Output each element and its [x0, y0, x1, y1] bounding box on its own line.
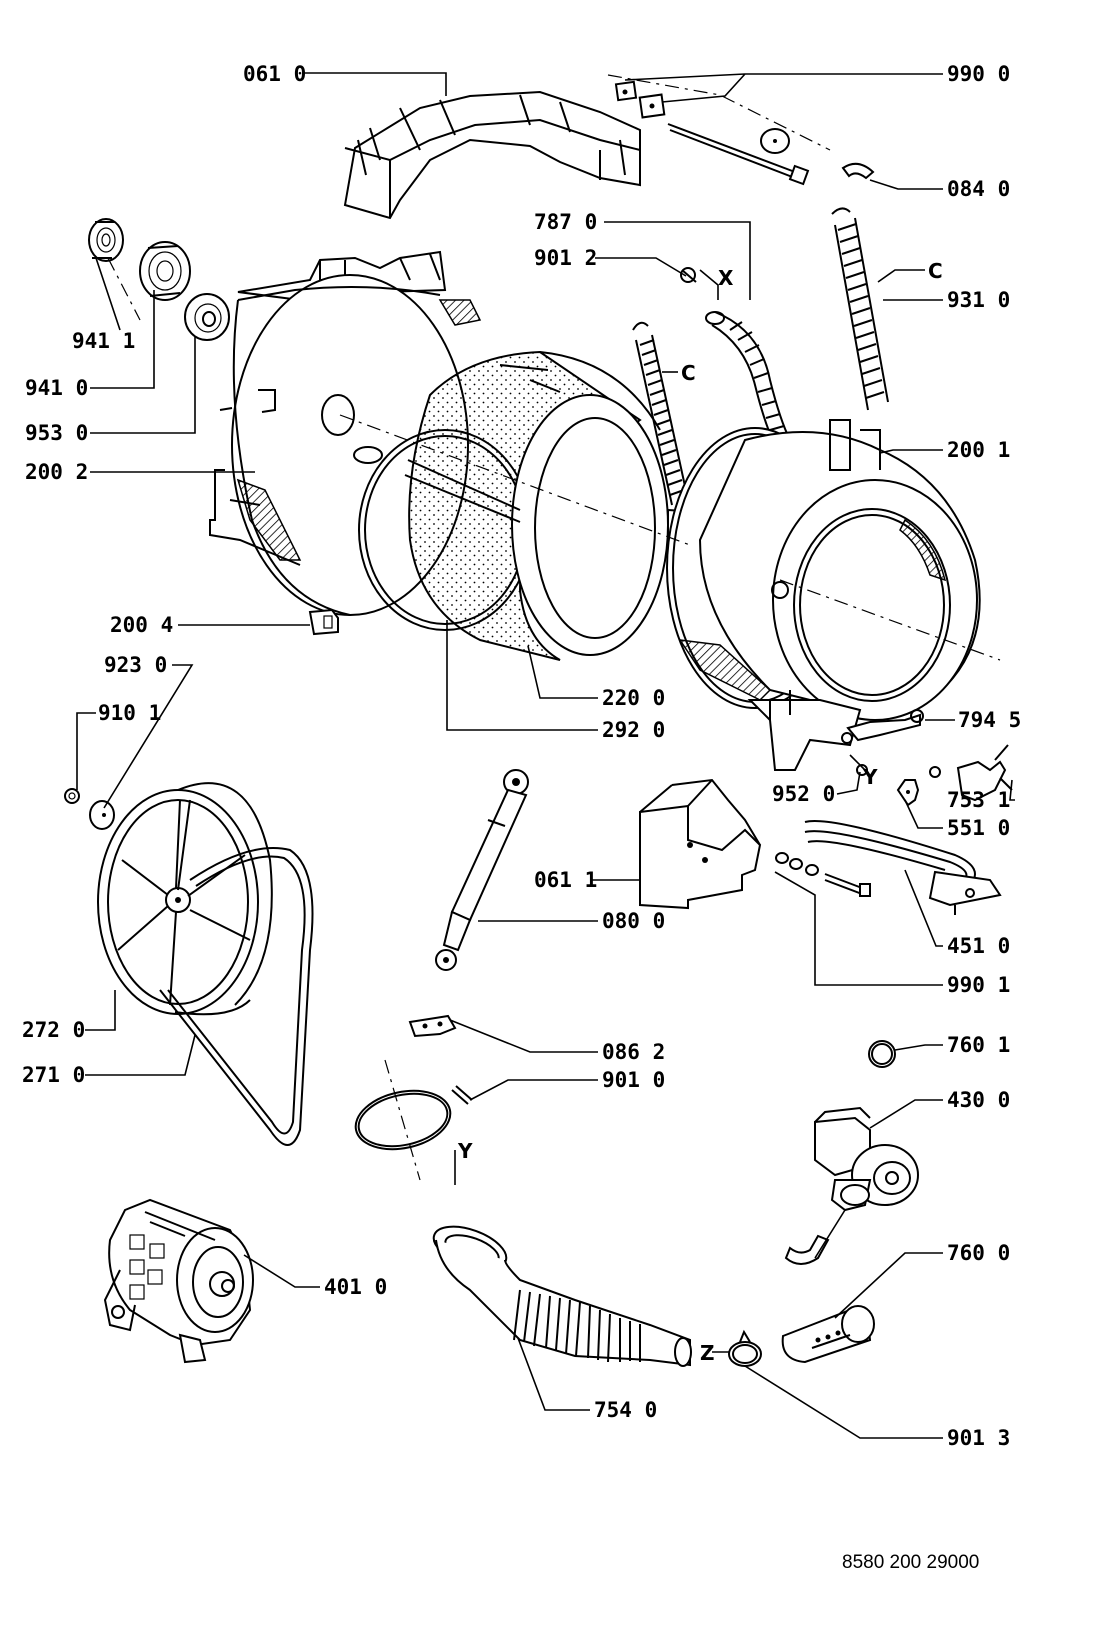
label-901-0: 901 0: [602, 1068, 665, 1092]
front-counterweight-part: [639, 778, 762, 910]
letter-y-upper: Y: [862, 765, 878, 789]
pulley-washer-part: [64, 788, 115, 830]
label-754-0: 754 0: [594, 1398, 657, 1422]
label-084-0: 084 0: [947, 177, 1010, 201]
bump-stop-part: [841, 162, 875, 180]
label-430-0: 430 0: [947, 1088, 1010, 1112]
clamp-ring-part: [354, 1085, 473, 1151]
label-451-0: 451 0: [947, 934, 1010, 958]
label-931-0: 931 0: [947, 288, 1010, 312]
label-551-0: 551 0: [947, 816, 1010, 840]
letter-c-right: C: [928, 259, 943, 283]
label-952-0: 952 0: [772, 782, 835, 806]
sensor-parts: [841, 709, 1013, 807]
spring-right-part: [831, 207, 889, 411]
label-760-0: 760 0: [947, 1241, 1010, 1265]
label-220-0: 220 0: [602, 686, 665, 710]
label-753-1: 753 1: [947, 788, 1010, 812]
top-counterweight-part: [343, 90, 641, 220]
label-910-1: 910 1: [98, 701, 161, 725]
o-ring-part: [868, 1040, 896, 1068]
label-271-0: 271 0: [22, 1063, 85, 1087]
bracket-part: [408, 1014, 457, 1038]
drum-part: [404, 350, 669, 661]
label-923-0: 923 0: [104, 653, 167, 677]
letter-y-lower: Y: [457, 1139, 473, 1163]
hose-clamp-part: [728, 1329, 762, 1367]
letter-c-left: C: [681, 361, 696, 385]
heater-fixing-kit-part: [775, 852, 871, 897]
drain-pump-part: [784, 1106, 919, 1265]
pulley-part: [97, 782, 273, 1016]
diagram-reference-number: 8580 200 29000: [842, 1552, 979, 1573]
motor-part: [103, 1198, 254, 1364]
label-990-1: 990 1: [947, 973, 1010, 997]
label-794-5: 794 5: [958, 708, 1021, 732]
label-272-0: 272 0: [22, 1018, 85, 1042]
assembly-axis-lines: [107, 74, 1001, 1181]
bearing-941-0-part: [139, 241, 191, 301]
label-292-0: 292 0: [602, 718, 665, 742]
filter-part: [781, 1305, 875, 1364]
label-401-0: 401 0: [324, 1275, 387, 1299]
label-086-2: 086 2: [602, 1040, 665, 1064]
letter-z: Z: [700, 1341, 715, 1365]
label-061-0: 061 0: [243, 62, 306, 86]
label-901-2: 901 2: [534, 246, 597, 270]
label-061-1: 061 1: [534, 868, 597, 892]
label-941-1: 941 1: [72, 329, 135, 353]
letter-x: X: [718, 266, 734, 290]
heater-element-part: [804, 819, 1002, 915]
label-200-2: 200 2: [25, 460, 88, 484]
leader-lines: [76, 72, 1015, 1439]
fixing-kit-top-part: [614, 80, 810, 186]
label-901-3: 901 3: [947, 1426, 1010, 1450]
label-760-1: 760 1: [947, 1033, 1010, 1057]
label-953-0: 953 0: [25, 421, 88, 445]
label-080-0: 080 0: [602, 909, 665, 933]
sump-hose-part: [432, 1225, 692, 1367]
seal-953-0-part: [184, 293, 230, 341]
label-990-0: 990 0: [947, 62, 1010, 86]
front-tub-half-part: [666, 419, 981, 771]
clip-part: [308, 608, 339, 636]
shock-absorber-part: [435, 769, 529, 971]
label-941-0: 941 0: [25, 376, 88, 400]
drive-belt-part: [159, 847, 314, 1146]
label-200-4: 200 4: [110, 613, 173, 637]
label-787-0: 787 0: [534, 210, 597, 234]
bearing-941-1-part: [88, 218, 124, 262]
label-200-1: 200 1: [947, 438, 1010, 462]
